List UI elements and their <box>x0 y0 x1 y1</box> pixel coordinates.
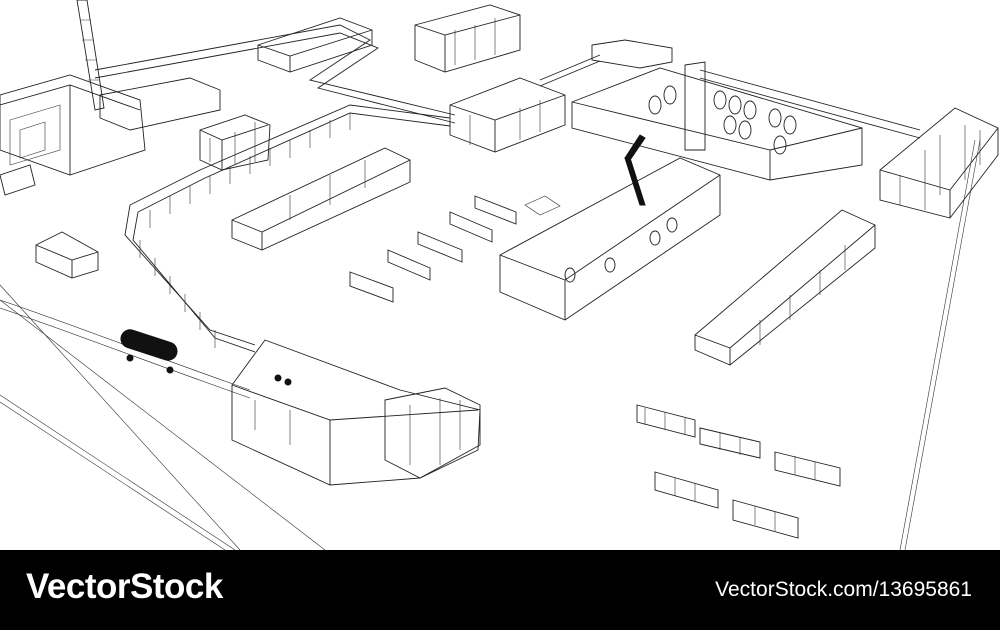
building-long-shed <box>231 147 411 251</box>
building-top-center <box>414 4 521 73</box>
factory-site-plan <box>0 0 999 550</box>
building-small-box <box>35 231 99 279</box>
building-bottom-complex <box>231 339 481 486</box>
image-id-url: VectorStock.com/13695861 <box>715 578 972 601</box>
building-left-complex <box>0 74 221 196</box>
building-tank-hall <box>571 61 863 181</box>
building-far-right <box>879 107 999 219</box>
storage-racks-center <box>349 195 561 303</box>
building-right-warehouse <box>694 209 876 366</box>
rail-track <box>0 299 251 399</box>
building-central-workshop <box>499 134 721 321</box>
pipe-bridge <box>94 24 921 139</box>
storage-racks-right <box>636 404 841 539</box>
perimeter-fence <box>124 104 451 353</box>
watermark-footer: VectorStock VectorStock.com/13695861 <box>0 550 1000 630</box>
building-center-hall <box>449 77 566 153</box>
ground-plane <box>0 139 981 550</box>
barrels <box>648 85 797 155</box>
building-top-right-small <box>591 39 673 69</box>
wireframe-factory-drawing <box>0 0 1000 550</box>
building-small-block-left <box>199 114 271 171</box>
tank-wagon <box>120 329 178 374</box>
chimney <box>76 0 105 111</box>
brand-logo-text: VectorStock <box>26 567 223 606</box>
building-top-left <box>257 17 373 73</box>
